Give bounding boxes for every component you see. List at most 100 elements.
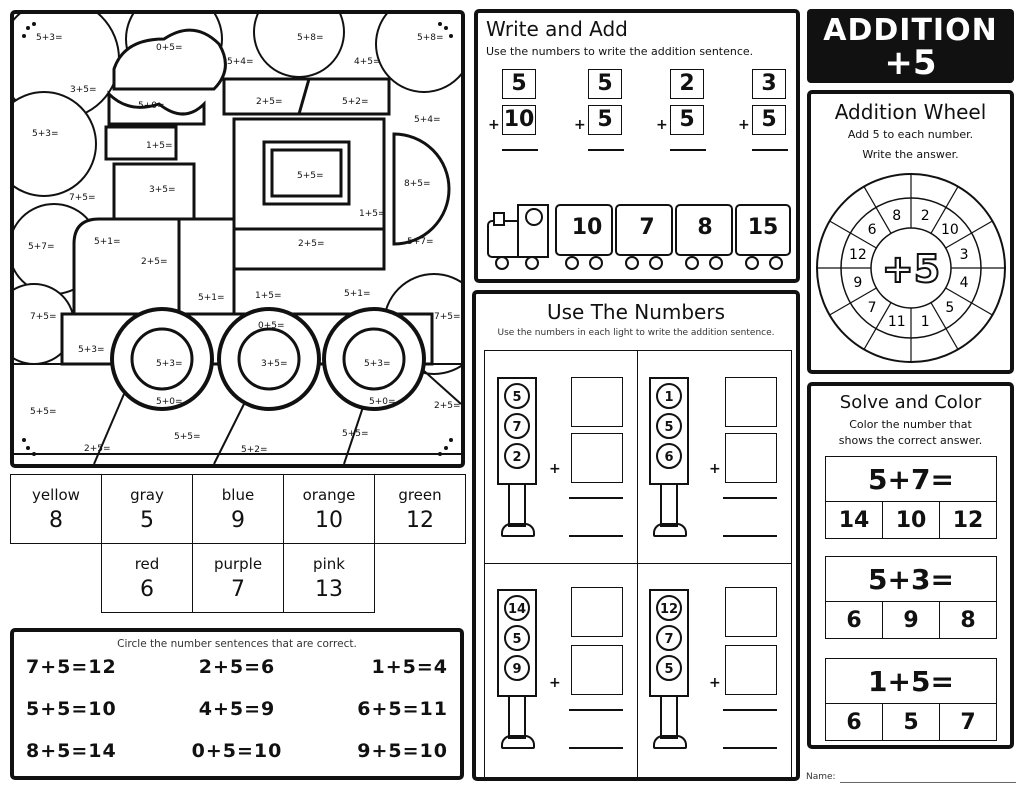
cbn-region-label: 2+5= <box>434 401 461 411</box>
answer-option[interactable]: 5 <box>882 703 940 741</box>
wheel-number: 10 <box>941 222 959 238</box>
answer-box[interactable] <box>571 433 623 483</box>
answer-line[interactable] <box>723 497 777 499</box>
answer-line[interactable] <box>752 149 788 151</box>
answer-option[interactable]: 9 <box>882 601 940 639</box>
answer-option[interactable]: 10 <box>882 501 940 539</box>
wheel-number: 8 <box>892 208 901 224</box>
equation-grid: 7+5=12 2+5=6 1+5=4 5+5=10 4+5=9 6+5=11 8… <box>26 656 448 762</box>
equation[interactable]: 0+5=10 <box>191 740 283 762</box>
answer-line[interactable] <box>569 497 623 499</box>
cbn-region-label: 3+5= <box>149 185 176 195</box>
answer-box[interactable] <box>725 377 777 427</box>
answer-box[interactable] <box>725 645 777 695</box>
cbn-region-label: 5+4= <box>414 115 441 125</box>
answer-line[interactable] <box>569 747 623 749</box>
use-numbers-title: Use The Numbers <box>546 300 726 324</box>
cbn-region-label: 5+1= <box>198 293 225 303</box>
answer-box[interactable] <box>725 433 777 483</box>
problem: 3 5 + <box>738 69 792 151</box>
addition-wheel-panel: Addition Wheel Add 5 to each number. Wri… <box>807 90 1014 374</box>
equation[interactable]: 2+5=6 <box>198 656 276 678</box>
equation[interactable]: 8+5=14 <box>26 740 117 762</box>
equation[interactable]: 5+5=10 <box>26 698 117 720</box>
train-car-number: 15 <box>747 215 779 240</box>
cbn-region-label: 1+5= <box>359 209 386 219</box>
cbn-region-label: 5+0= <box>369 397 396 407</box>
equation[interactable]: 4+5=9 <box>198 698 276 720</box>
wheel-number: 6 <box>868 222 877 238</box>
answer-box[interactable] <box>725 587 777 637</box>
wheel-spoke <box>863 302 892 350</box>
circle-correct-panel: Circle the number sentences that are cor… <box>10 628 464 780</box>
answer-option[interactable]: 14 <box>825 501 883 539</box>
wheel-number: 5 <box>945 300 954 316</box>
answer-line[interactable] <box>588 149 624 151</box>
cbn-region-label: 0+5= <box>258 321 285 331</box>
train-car-number: 8 <box>697 215 713 240</box>
write-add-instruction: Use the numbers to write the addition se… <box>486 45 754 58</box>
answer-box[interactable] <box>571 587 623 637</box>
cbn-region-label: 2+5= <box>256 97 283 107</box>
answer-line[interactable] <box>723 535 777 537</box>
use-the-numbers-panel: Use The Numbers Use the numbers in each … <box>472 290 800 781</box>
wheel-spoke <box>945 287 993 316</box>
write-and-add-panel: Write and Add Use the numbers to write t… <box>474 9 800 283</box>
problem: 2 5 + <box>656 69 710 151</box>
answer-line[interactable] <box>670 149 706 151</box>
answer-option[interactable]: 7 <box>939 703 997 741</box>
wheel-number: 3 <box>960 247 969 263</box>
cbn-region-label: 2+5= <box>298 239 325 249</box>
answer-line[interactable] <box>723 709 777 711</box>
cbn-region-label: 2+5= <box>84 444 111 454</box>
cbn-region-label: 5+0= <box>156 397 183 407</box>
cbn-region-label: 4+5= <box>354 57 381 67</box>
solve-color-instruction-1: Color the number that <box>849 418 972 431</box>
answer-box[interactable] <box>571 377 623 427</box>
solve-and-color-panel: Solve and Color Color the number that sh… <box>807 382 1014 749</box>
answer-line[interactable] <box>569 535 623 537</box>
use-numbers-instruction: Use the numbers in each light to write t… <box>497 328 775 338</box>
cbn-region-label: 5+8= <box>297 33 324 43</box>
cbn-region-label: 1+5= <box>146 141 173 151</box>
equation[interactable]: 9+5=10 <box>357 740 448 762</box>
wheel-title: Addition Wheel <box>834 100 987 124</box>
cbn-region-label: 3+5= <box>70 85 97 95</box>
wheel-spoke <box>930 302 959 350</box>
cbn-region-label: 5+2= <box>342 97 369 107</box>
cbn-region-label: 5+1= <box>344 289 371 299</box>
train-car-number: 10 <box>571 215 603 240</box>
cbn-region-label: 5+5= <box>297 171 324 181</box>
solve-problem: 1+5= 6 5 7 <box>825 658 997 741</box>
solve-problem: 5+3= 6 9 8 <box>825 556 997 639</box>
equation[interactable]: 7+5=12 <box>26 656 117 678</box>
wheel-number: 4 <box>960 275 969 291</box>
answer-line[interactable] <box>569 709 623 711</box>
equation[interactable]: 6+5=11 <box>357 698 448 720</box>
wheel-instruction-1: Add 5 to each number. <box>847 128 974 141</box>
answer-option[interactable]: 8 <box>939 601 997 639</box>
answer-option[interactable]: 6 <box>825 703 883 741</box>
answer-option[interactable]: 6 <box>825 601 883 639</box>
equation[interactable]: 1+5=4 <box>371 656 448 678</box>
answer-option[interactable]: 12 <box>939 501 997 539</box>
answer-line[interactable] <box>502 149 538 151</box>
cbn-region-label: 5+7= <box>407 237 434 247</box>
wheel-number: 2 <box>921 208 930 224</box>
answer-line[interactable] <box>723 747 777 749</box>
cbn-region-label: 5+1= <box>94 237 121 247</box>
name-field[interactable] <box>840 782 1016 783</box>
key-empty <box>375 544 466 613</box>
cbn-region-label: 5+5= <box>342 429 369 439</box>
wheel-number: 9 <box>853 275 862 291</box>
answer-box[interactable] <box>571 645 623 695</box>
wheel-number: 7 <box>868 300 877 316</box>
